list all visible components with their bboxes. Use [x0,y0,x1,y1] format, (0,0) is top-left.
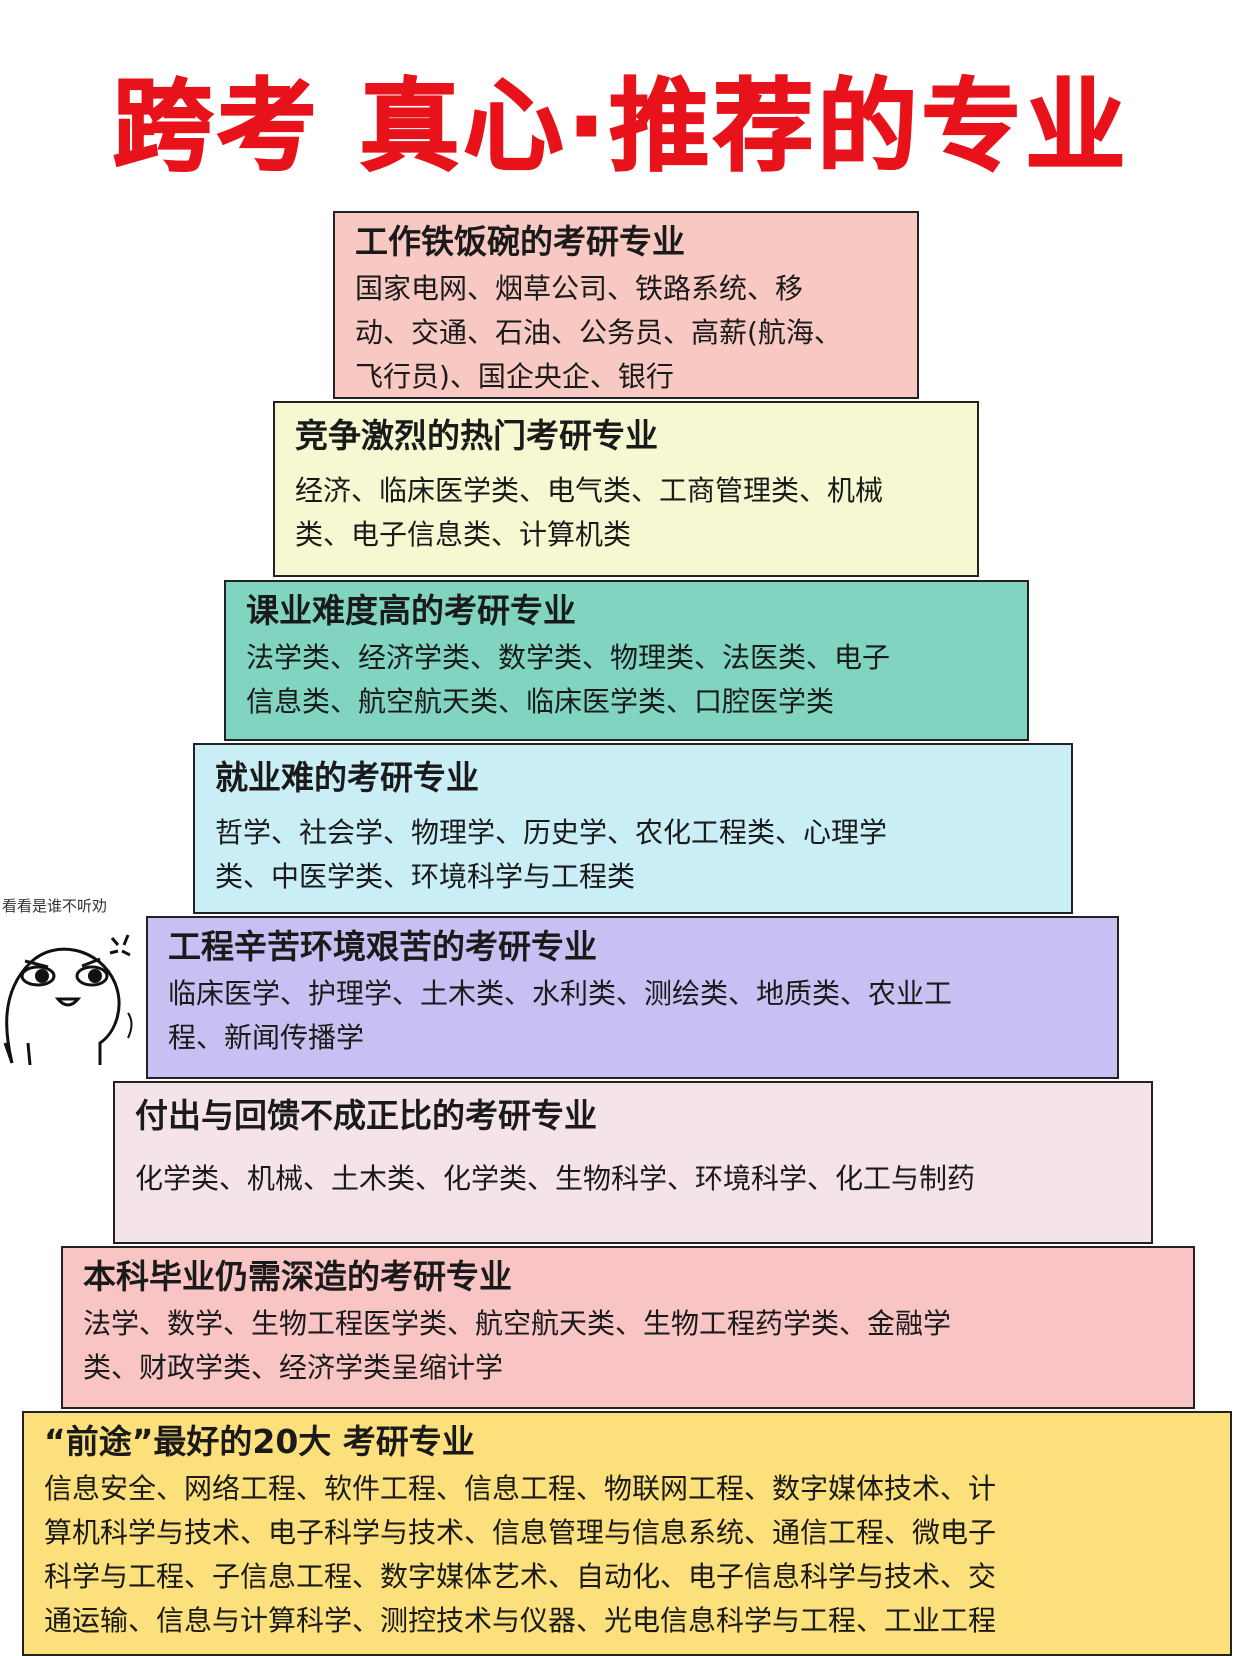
tier-heading: “前途”最好的20大 考研专业 [44,1422,475,1461]
tier-box: 付出与回馈不成正比的考研专业化学类、机械、土木类、化学类、生物科学、环境科学、化… [113,1081,1153,1244]
tier-heading: 工程辛苦环境艰苦的考研专业 [168,927,597,966]
meme-caption: 看看是谁不听劝 [2,897,108,915]
tier-text-line: 类、电子信息类、计算机类 [295,518,632,551]
tier-text-line: 哲学、社会学、物理学、历史学、农化工程类、心理学 [215,816,888,849]
tier-heading: 本科毕业仍需深造的考研专业 [83,1257,512,1296]
tier-box: 竞争激烈的热门考研专业经济、临床医学类、电气类、工商管理类、机械类、电子信息类、… [273,401,979,577]
tier-box: 课业难度高的考研专业法学类、经济学类、数学类、物理类、法医类、电子信息类、航空航… [224,580,1029,741]
tier-text-line: 临床医学、护理学、土木类、水利类、测绘类、地质类、农业工 [168,977,953,1010]
tier-text-line: 化学类、机械、土木类、化学类、生物科学、环境科学、化工与制药 [135,1162,976,1195]
tier-text-line: 科学与工程、子信息工程、数字媒体艺术、自动化、电子信息科学与技术、交 [44,1560,997,1593]
tier-text-line: 类、中医学类、环境科学与工程类 [215,860,636,893]
tier-text-line: 信息安全、网络工程、软件工程、信息工程、物联网工程、数字媒体技术、计 [44,1472,997,1505]
tier-text-line: 法学类、经济学类、数学类、物理类、法医类、电子 [246,641,891,674]
tier-text-line: 类、财政学类、经济学类呈缩计学 [83,1351,504,1384]
tier-heading: 竞争激烈的热门考研专业 [295,416,658,455]
tier-heading: 付出与回馈不成正比的考研专业 [135,1096,597,1135]
tier-heading: 工作铁饭碗的考研专业 [355,222,685,261]
tier-text-line: 通运输、信息与计算科学、测控技术与仪器、光电信息科学与工程、工业工程 [44,1604,997,1637]
tier-text-line: 算机科学与技术、电子科学与技术、信息管理与信息系统、通信工程、微电子 [44,1516,997,1549]
tier-text-line: 经济、临床医学类、电气类、工商管理类、机械 [295,474,884,507]
meme-sticker: 看看是谁不听劝 [0,893,144,1071]
tier-text-line: 国家电网、烟草公司、铁路系统、移 [355,272,804,305]
tier-box: “前途”最好的20大 考研专业信息安全、网络工程、软件工程、信息工程、物联网工程… [22,1411,1232,1656]
tier-text-line: 程、新闻传播学 [168,1021,365,1054]
page-title: 跨考 真心·推荐的专业 [112,67,1130,186]
tier-box: 就业难的考研专业哲学、社会学、物理学、历史学、农化工程类、心理学类、中医学类、环… [193,743,1073,914]
tier-text-line: 信息类、航空航天类、临床医学类、口腔医学类 [246,685,835,718]
cartoon-face-icon [3,934,133,1066]
tier-text-line: 法学、数学、生物工程医学类、航空航天类、生物工程药学类、金融学 [83,1307,952,1340]
tier-text-line: 动、交通、石油、公务员、高薪(航海、 [355,316,842,349]
tier-heading: 课业难度高的考研专业 [246,591,576,630]
tier-box: 工程辛苦环境艰苦的考研专业临床医学、护理学、土木类、水利类、测绘类、地质类、农业… [146,916,1119,1079]
tier-box: 本科毕业仍需深造的考研专业法学、数学、生物工程医学类、航空航天类、生物工程药学类… [61,1246,1195,1409]
tier-heading: 就业难的考研专业 [215,758,479,797]
tier-text-line: 飞行员)、国企央企、银行 [355,360,674,393]
tier-box: 工作铁饭碗的考研专业国家电网、烟草公司、铁路系统、移动、交通、石油、公务员、高薪… [333,211,919,399]
